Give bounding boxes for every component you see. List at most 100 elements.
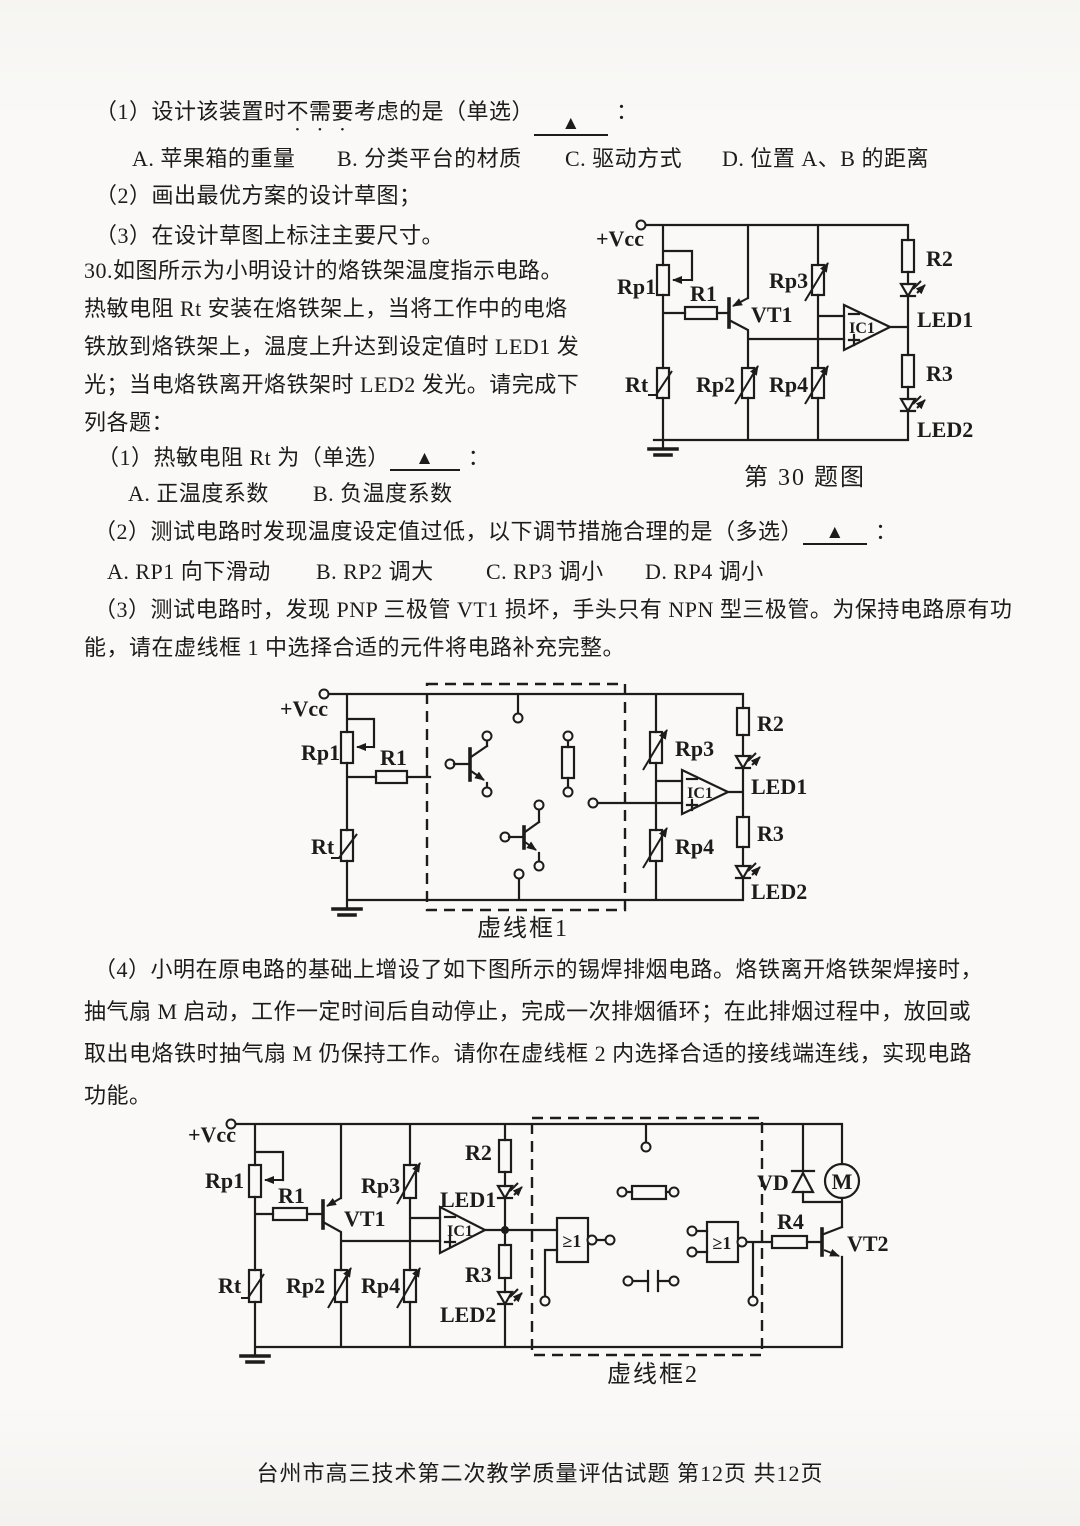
vcc-label: +Vcc (596, 226, 644, 251)
nor-gate-1: ≥1 (539, 1216, 616, 1307)
led1-icon (734, 753, 760, 771)
input-terminal (686, 1246, 698, 1258)
rt-label: Rt (218, 1273, 242, 1298)
answer-blank: ▲ (534, 109, 609, 136)
body (899, 397, 917, 414)
body (648, 828, 664, 863)
box2-caption: 虚线框2 (607, 1361, 699, 1388)
transistor-vt2-npn (820, 1225, 844, 1257)
light-arrows-icon (747, 863, 760, 875)
output-terminal (747, 1295, 759, 1307)
adjust-arrow-icon (734, 365, 759, 405)
q30-sub3-line: 能，请在虚线框 1 中选择合适的元件将电路补充完整。 (84, 635, 626, 660)
output-terminal (604, 1234, 616, 1246)
thermistor-rt (241, 1268, 265, 1304)
q30-intro-line: 铁放到烙铁架上，温度上升达到设定值时 LED1 发 (84, 334, 580, 359)
q30-sub3-line: （3）测试电路时，发现 PNP 三极管 VT1 损坏，手头只有 NPN 型三极管… (94, 597, 1013, 622)
body (655, 263, 671, 297)
q30-sub2-option-b: B. RP2 调大 (316, 559, 434, 584)
emitter-arrow-icon (326, 1197, 342, 1207)
body (247, 1163, 263, 1199)
rp4-label: Rp4 (675, 834, 714, 859)
q30-sub1-option-a: A. 正温度系数 (128, 481, 269, 506)
body (680, 768, 731, 816)
adjust-arrow-icon (804, 262, 829, 302)
potentiometer-rp4 (804, 365, 829, 405)
emitter-arrow-icon (524, 841, 537, 851)
collector-terminal (481, 730, 493, 742)
vcc-terminal (225, 1118, 237, 1130)
q30-sub4-line: 取出电烙铁时抽气扇 M 仍保持工作。请你在虚线框 2 内选择合适的接线端连线，实… (84, 1041, 973, 1066)
plus-input-icon (847, 333, 861, 347)
colon: ： (616, 99, 639, 124)
spare-resistor (616, 1184, 680, 1201)
r3-label: R3 (465, 1262, 492, 1287)
r4-label: R4 (777, 1209, 804, 1234)
thermistor-rt (331, 828, 358, 863)
thermistor-stroke (648, 370, 673, 396)
body (496, 1290, 514, 1307)
resistor-r3-body (900, 353, 916, 389)
adjust-arrow-icon (642, 827, 668, 869)
q30-sub1-text: （1）热敏电阻 Rt 为（单选） (97, 445, 390, 470)
dashed-box-2 (530, 1116, 764, 1357)
box1-bottom-terminal (513, 868, 525, 880)
vcc-label: +Vcc (188, 1122, 236, 1147)
emitter-arrow-icon (470, 770, 485, 781)
q30-sub4-line: 抽气扇 M 启动，工作一定时间后自动停止，完成一次排烟循环；在此排烟过程中，放回… (84, 999, 972, 1024)
q30-sub2-line: （2）测试电路时发现温度设定值过低，以下调节措施合理的是（多选）▲： (94, 518, 898, 545)
vcc-terminal (318, 688, 330, 700)
resistor-r1-body (374, 769, 409, 785)
resistor-r4-body (770, 1234, 809, 1250)
box2-top-terminal (640, 1141, 652, 1153)
resistor-r3-body (735, 815, 751, 849)
dashed-box-1 (425, 682, 627, 912)
gate-symbol: ≥1 (563, 1231, 582, 1251)
body (734, 754, 752, 771)
body (810, 263, 826, 297)
rt-label: Rt (311, 834, 335, 859)
r1-label: R1 (278, 1183, 305, 1208)
opamp-label: IC1 (687, 785, 713, 802)
potentiometer-rp3 (396, 1162, 421, 1205)
body (740, 366, 756, 400)
potentiometer-rp4 (396, 1267, 421, 1309)
answer-triangle: ▲ (415, 448, 435, 469)
terminal (616, 1186, 628, 1198)
opamp-label: IC1 (849, 320, 875, 337)
junction-dot (501, 1226, 509, 1234)
body (899, 282, 917, 299)
potentiometer-rp4 (642, 827, 668, 869)
body (402, 1163, 418, 1200)
led2-label: LED2 (751, 879, 807, 904)
emitter-arrow-icon (823, 1248, 840, 1257)
q30-sub2-option-c: C. RP3 调小 (486, 559, 604, 584)
q30-sub2-option-a: A. RP1 向下滑动 (107, 559, 271, 584)
box1-caption: 虚线框1 (477, 915, 569, 942)
emitter-terminal (533, 860, 545, 872)
rt-label: Rt (625, 372, 649, 397)
box1-top-terminal (512, 712, 524, 724)
q29-option-d: D. 位置 A、B 的距离 (722, 146, 929, 171)
potentiometer-rp2 (734, 365, 759, 405)
terminal (668, 1186, 680, 1198)
q30-intro-line: 热敏电阻 Rt 安装在烙铁架上，当将工作中的电烙 (84, 296, 568, 321)
opamp-ic1: IC1 (680, 768, 731, 816)
body (842, 303, 893, 352)
spare-transistor-npn-1 (444, 730, 493, 798)
body (655, 366, 671, 400)
terminal (622, 1275, 634, 1287)
vcc-terminal (635, 219, 647, 231)
led2-icon (899, 396, 925, 414)
rp1-label: Rp1 (301, 740, 340, 765)
vt2-label: VT2 (847, 1231, 889, 1256)
rp1-label: Rp1 (205, 1168, 244, 1193)
plates (646, 1269, 660, 1293)
q30-sub1-line: （1）热敏电阻 Rt 为（单选）▲： (97, 444, 490, 471)
box1-right-terminal (587, 797, 599, 809)
collector-lead (469, 739, 489, 759)
led2-icon (734, 863, 760, 881)
input-terminal (539, 1295, 551, 1307)
